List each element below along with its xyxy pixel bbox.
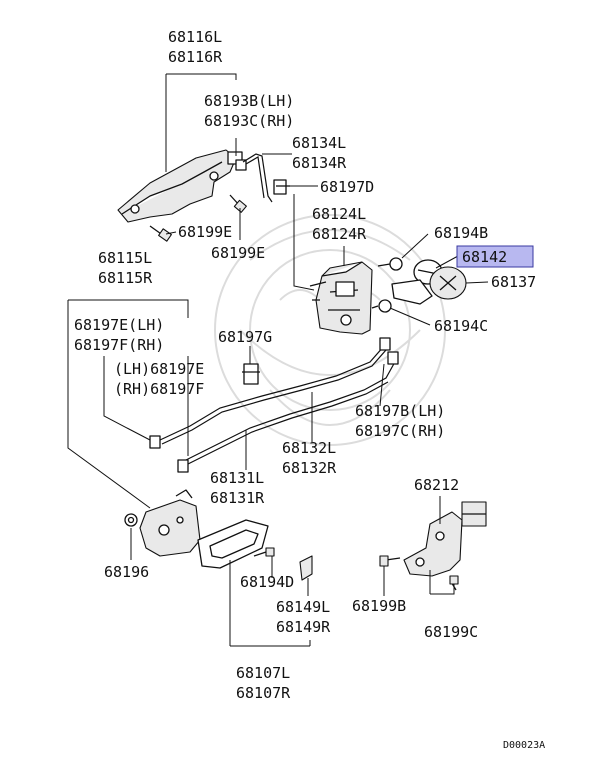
clip-68197D-part — [273, 179, 290, 195]
label-68116L: 68116L — [168, 28, 222, 46]
clip-68197E-a-part — [149, 435, 161, 449]
bolt-68199B-part — [379, 555, 401, 567]
inside-handle-bracket-part — [139, 489, 201, 557]
label-68196: 68196 — [104, 563, 149, 581]
label-68124L: 68124L — [312, 205, 366, 223]
label-68142: 68142 — [462, 248, 507, 266]
label-68197E-LH: 68197E(LH) — [74, 316, 164, 334]
label-68131R: 68131R — [210, 489, 265, 507]
label-68132L: 68132L — [282, 439, 336, 457]
label-68124R: 68124R — [312, 225, 367, 243]
label-68193C: 68193C(RH) — [204, 112, 294, 130]
label-68115R: 68115R — [98, 269, 153, 287]
label-68197F-b: (RH)68197F — [114, 380, 204, 398]
label-68194B: 68194B — [434, 224, 488, 242]
label-68193B: 68193B(LH) — [204, 92, 294, 110]
label-68137: 68137 — [491, 273, 536, 291]
leader-lines — [67, 73, 489, 647]
label-68199E-b: 68199E — [211, 244, 265, 262]
label-68149L: 68149L — [276, 598, 330, 616]
label-68131L: 68131L — [210, 469, 264, 487]
inside-handle-part — [197, 519, 269, 569]
label-68132R: 68132R — [282, 459, 337, 477]
bolt-68194B-part — [377, 257, 403, 271]
label-68197G: 68197G — [218, 328, 272, 346]
clip-68197G-part — [242, 363, 260, 385]
watermark-emblem — [214, 214, 446, 446]
clip-68197E-b-part — [177, 459, 189, 473]
label-68194D: 68194D — [240, 573, 294, 591]
screw-68199E-a-part — [149, 225, 172, 242]
grommet-68196-part — [124, 513, 138, 527]
label-68199C: 68199C — [424, 623, 478, 641]
part-labels: 68116L 68116R 68193B(LH) 68193C(RH) 6813… — [74, 28, 545, 751]
label-68197B: 68197B(LH) — [355, 402, 445, 420]
label-68194C: 68194C — [434, 317, 488, 335]
diagram-code: D00023A — [503, 740, 545, 751]
label-68199E-a: 68199E — [178, 223, 232, 241]
label-68107L: 68107L — [236, 664, 290, 682]
clip-68197B-part — [379, 337, 399, 365]
rod-68132-part — [159, 345, 387, 445]
label-68197D: 68197D — [320, 178, 374, 196]
label-68197E-b: (LH)68197E — [114, 360, 204, 378]
bolt-68194C-part — [371, 299, 392, 313]
door-hinge-part — [403, 501, 487, 577]
outside-handle-part — [117, 149, 237, 223]
label-68116R: 68116R — [168, 48, 223, 66]
label-68199B: 68199B — [352, 597, 406, 615]
label-68197C: 68197C(RH) — [355, 422, 445, 440]
label-68134L: 68134L — [292, 134, 346, 152]
label-68212: 68212 — [414, 476, 459, 494]
door-lock-actuator-part — [309, 261, 373, 335]
cover-68149-part — [299, 555, 313, 581]
label-68115L: 68115L — [98, 249, 152, 267]
highlight-box-68142 — [456, 245, 534, 268]
clip-68193-part — [227, 151, 247, 171]
label-68149R: 68149R — [276, 618, 331, 636]
label-68134R: 68134R — [292, 154, 347, 172]
screw-68194D-part — [253, 547, 275, 557]
part-68137 — [391, 266, 467, 305]
rod-68134-part — [242, 153, 273, 203]
label-68107R: 68107R — [236, 684, 291, 702]
screw-68199E-b-part — [229, 194, 247, 213]
label-68197F-RH: 68197F(RH) — [74, 336, 164, 354]
